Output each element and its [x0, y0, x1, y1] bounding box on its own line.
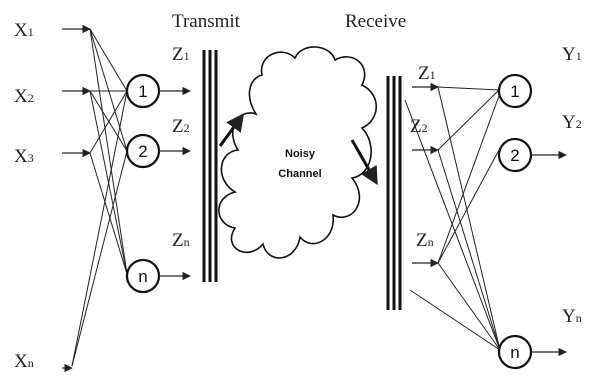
input-arrows: [62, 24, 91, 373]
decoder-node-2: 2: [497, 137, 533, 173]
decoder-connections: [404, 86, 501, 351]
input-label-x2: X2: [14, 86, 34, 107]
encoder-output-zn: Zn: [172, 230, 190, 251]
arrow-into-channel: [218, 113, 245, 147]
cloud-label-line2: Channel: [278, 168, 321, 180]
svg-text:1: 1: [510, 82, 519, 101]
input-label-x3: X3: [14, 146, 34, 167]
decoder-input-z1: Z1: [418, 63, 436, 84]
encoder-connections: [71, 28, 128, 367]
decoder-node-n: n: [497, 334, 533, 370]
arrow-out-of-channel: [350, 139, 378, 186]
transmit-bar: [202, 50, 218, 282]
decoder-node-1: 1: [497, 73, 533, 109]
svg-text:2: 2: [138, 142, 147, 161]
cloud-label-line1: Noisy: [285, 148, 316, 160]
encoder-output-arrows: [159, 86, 191, 281]
input-label-x1: X1: [14, 20, 34, 41]
encoder-node-1: 1: [125, 73, 161, 109]
receive-bar: [386, 76, 402, 310]
encoder-output-z2: Z2: [172, 116, 190, 137]
output-label-y2: Y2: [562, 112, 582, 133]
svg-text:2: 2: [510, 146, 519, 165]
encoder-node-2: 2: [125, 133, 161, 169]
noisy-channel-cloud: Noisy Channel: [218, 46, 377, 259]
svg-text:n: n: [510, 343, 519, 362]
transmit-label: Transmit: [172, 11, 241, 32]
decoder-input-zn: Zn: [416, 230, 434, 251]
svg-text:1: 1: [138, 82, 147, 101]
receive-label: Receive: [345, 11, 406, 32]
decoder-input-z2: Z2: [410, 116, 428, 137]
encoder-output-z1: Z1: [172, 44, 190, 65]
decoder-input-arrows: [412, 82, 439, 268]
output-label-y1: Y1: [562, 44, 582, 65]
input-label-xn: Xn: [14, 351, 34, 372]
svg-text:n: n: [138, 267, 147, 286]
output-label-yn: Yn: [562, 306, 582, 327]
encoder-node-n: n: [125, 258, 161, 294]
decoder-output-arrows: [531, 150, 567, 357]
